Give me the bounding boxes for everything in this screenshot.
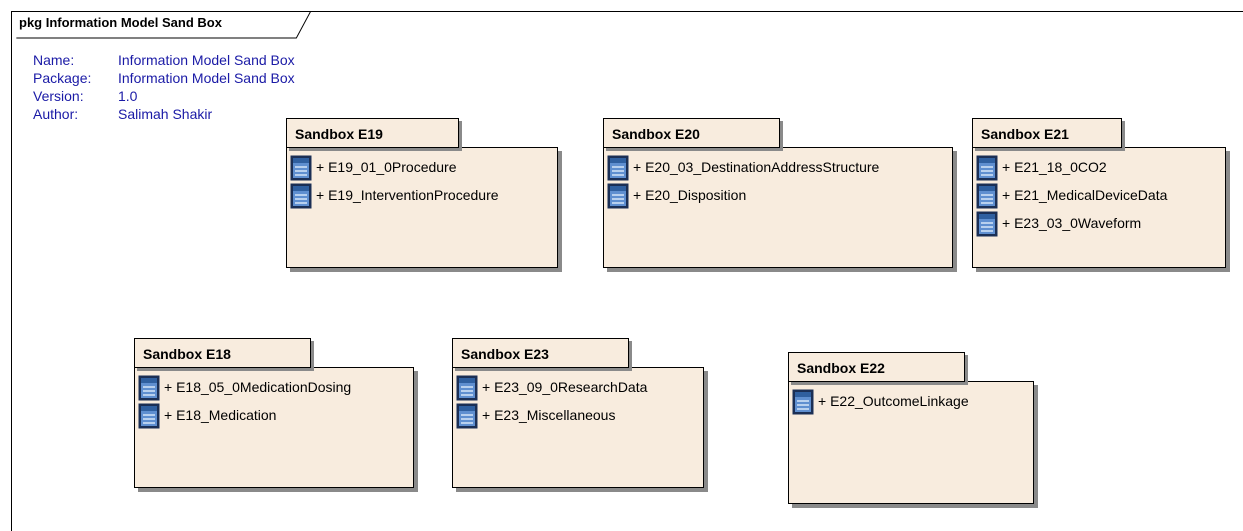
package-item-label: + E19_01_0Procedure (316, 159, 457, 175)
package-sandbox-e19[interactable]: + E19_01_0Procedure + E19_InterventionPro… (286, 118, 558, 268)
package-name: Sandbox E18 (143, 346, 231, 362)
package-item-label: + E21_18_0CO2 (1002, 159, 1107, 175)
package-tab: Sandbox E19 (286, 118, 459, 148)
property-value: 1.0 (118, 88, 138, 104)
class-icon (976, 183, 998, 209)
package-item-label: + E23_Miscellaneous (482, 407, 616, 423)
package-item-label: + E20_03_DestinationAddressStructure (633, 159, 880, 175)
package-name: Sandbox E23 (461, 346, 549, 362)
package-item-label: + E23_09_0ResearchData (482, 379, 648, 395)
class-icon (290, 183, 312, 209)
package-item-label: + E19_InterventionProcedure (316, 187, 499, 203)
property-key: Author: (33, 106, 79, 122)
property-value: Salimah Shakir (118, 106, 213, 122)
package-body: + E19_01_0Procedure + E19_InterventionPro… (286, 147, 558, 268)
package-item-label: + E18_Medication (164, 407, 277, 423)
property-key: Version: (33, 88, 84, 104)
package-body: + E20_03_DestinationAddressStructure + E2… (603, 147, 953, 268)
class-icon (456, 403, 478, 429)
class-icon (138, 403, 160, 429)
class-icon (290, 155, 312, 181)
package-tab: Sandbox E22 (788, 352, 965, 382)
package-body: + E22_OutcomeLinkage (788, 381, 1034, 504)
class-icon (607, 183, 629, 209)
class-icon (138, 375, 160, 401)
package-tab: Sandbox E21 (972, 118, 1122, 148)
property-value: Information Model Sand Box (118, 70, 295, 86)
package-sandbox-e18[interactable]: + E18_05_0MedicationDosing + E18_Medicati… (134, 338, 414, 488)
frame-border (11, 11, 1243, 531)
package-name: Sandbox E22 (797, 360, 885, 376)
class-icon (792, 389, 814, 415)
class-icon (976, 155, 998, 181)
package-item-label: + E20_Disposition (633, 187, 747, 203)
package-sandbox-e20[interactable]: + E20_03_DestinationAddressStructure + E2… (603, 118, 953, 268)
package-body: + E21_18_0CO2 + E21_MedicalDeviceData + E2… (972, 147, 1226, 268)
package-name: Sandbox E19 (295, 126, 383, 142)
package-item-label: + E23_03_0Waveform (1002, 215, 1142, 231)
package-name: Sandbox E20 (612, 126, 700, 142)
package-tab: Sandbox E18 (134, 338, 311, 368)
package-body: + E23_09_0ResearchData + E23_Miscellaneou… (452, 367, 704, 488)
package-tab: Sandbox E20 (603, 118, 780, 148)
package-sandbox-e22[interactable]: + E22_OutcomeLinkage Sandbox E22 (788, 352, 1034, 504)
class-icon (607, 155, 629, 181)
property-value: Information Model Sand Box (118, 52, 295, 68)
frame-tab (16, 11, 312, 39)
package-sandbox-e23[interactable]: + E23_09_0ResearchData + E23_Miscellaneou… (452, 338, 704, 488)
package-tab: Sandbox E23 (452, 338, 629, 368)
package-name: Sandbox E21 (981, 126, 1069, 142)
package-sandbox-e21[interactable]: + E21_18_0CO2 + E21_MedicalDeviceData + E2… (972, 118, 1226, 268)
property-key: Package: (33, 70, 92, 86)
property-key: Name: (33, 52, 75, 68)
package-body: + E18_05_0MedicationDosing + E18_Medicati… (134, 367, 414, 488)
class-icon (976, 211, 998, 237)
package-item-label: + E21_MedicalDeviceData (1002, 187, 1168, 203)
frame-title: pkg Information Model Sand Box (19, 15, 222, 30)
package-item-label: + E18_05_0MedicationDosing (164, 379, 352, 395)
class-icon (456, 375, 478, 401)
package-item-label: + E22_OutcomeLinkage (818, 393, 969, 409)
diagram-frame: pkg Information Model Sand Box Name: Inf… (11, 11, 1243, 531)
